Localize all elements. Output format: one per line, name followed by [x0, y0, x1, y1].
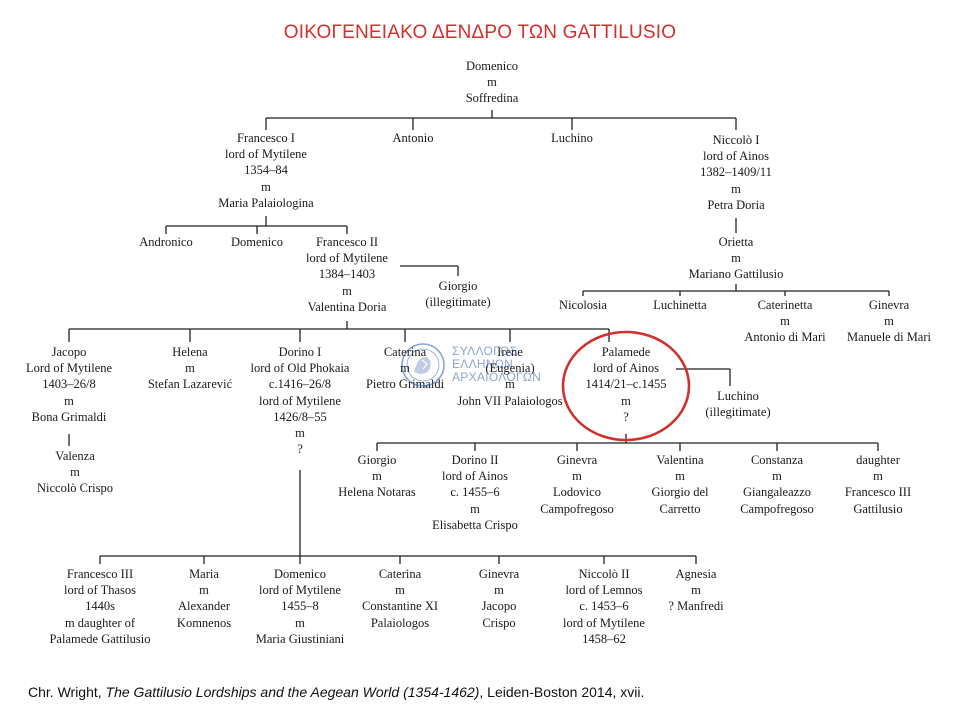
citation-rest: , Leiden-Boston 2014, xvii.	[479, 684, 645, 700]
person-giorgio-illegitimate: Giorgio(illegitimate)	[425, 279, 491, 310]
person-luchinetta: Luchinetta	[653, 298, 707, 312]
citation-author: Chr. Wright,	[28, 684, 106, 700]
person-nicolosia: Nicolosia	[559, 298, 607, 312]
person-luchino: Luchino	[551, 131, 593, 145]
person-luchino-illegitimate: Luchino(illegitimate)	[705, 389, 771, 420]
diagram-title: ΟΙΚΟΓΕΝΕΙΑΚΟ ΔΕΝΔΡΟ ΤΩΝ GATTILUSIO	[283, 22, 677, 43]
person-domenico-2: Domenico	[230, 235, 284, 249]
person-andronico: Andronico	[139, 235, 193, 249]
citation: Chr. Wright, The Gattilusio Lordships an…	[28, 684, 644, 700]
citation-work: The Gattilusio Lordships and the Aegean …	[105, 684, 480, 700]
person-antonio: Antonio	[392, 131, 434, 145]
